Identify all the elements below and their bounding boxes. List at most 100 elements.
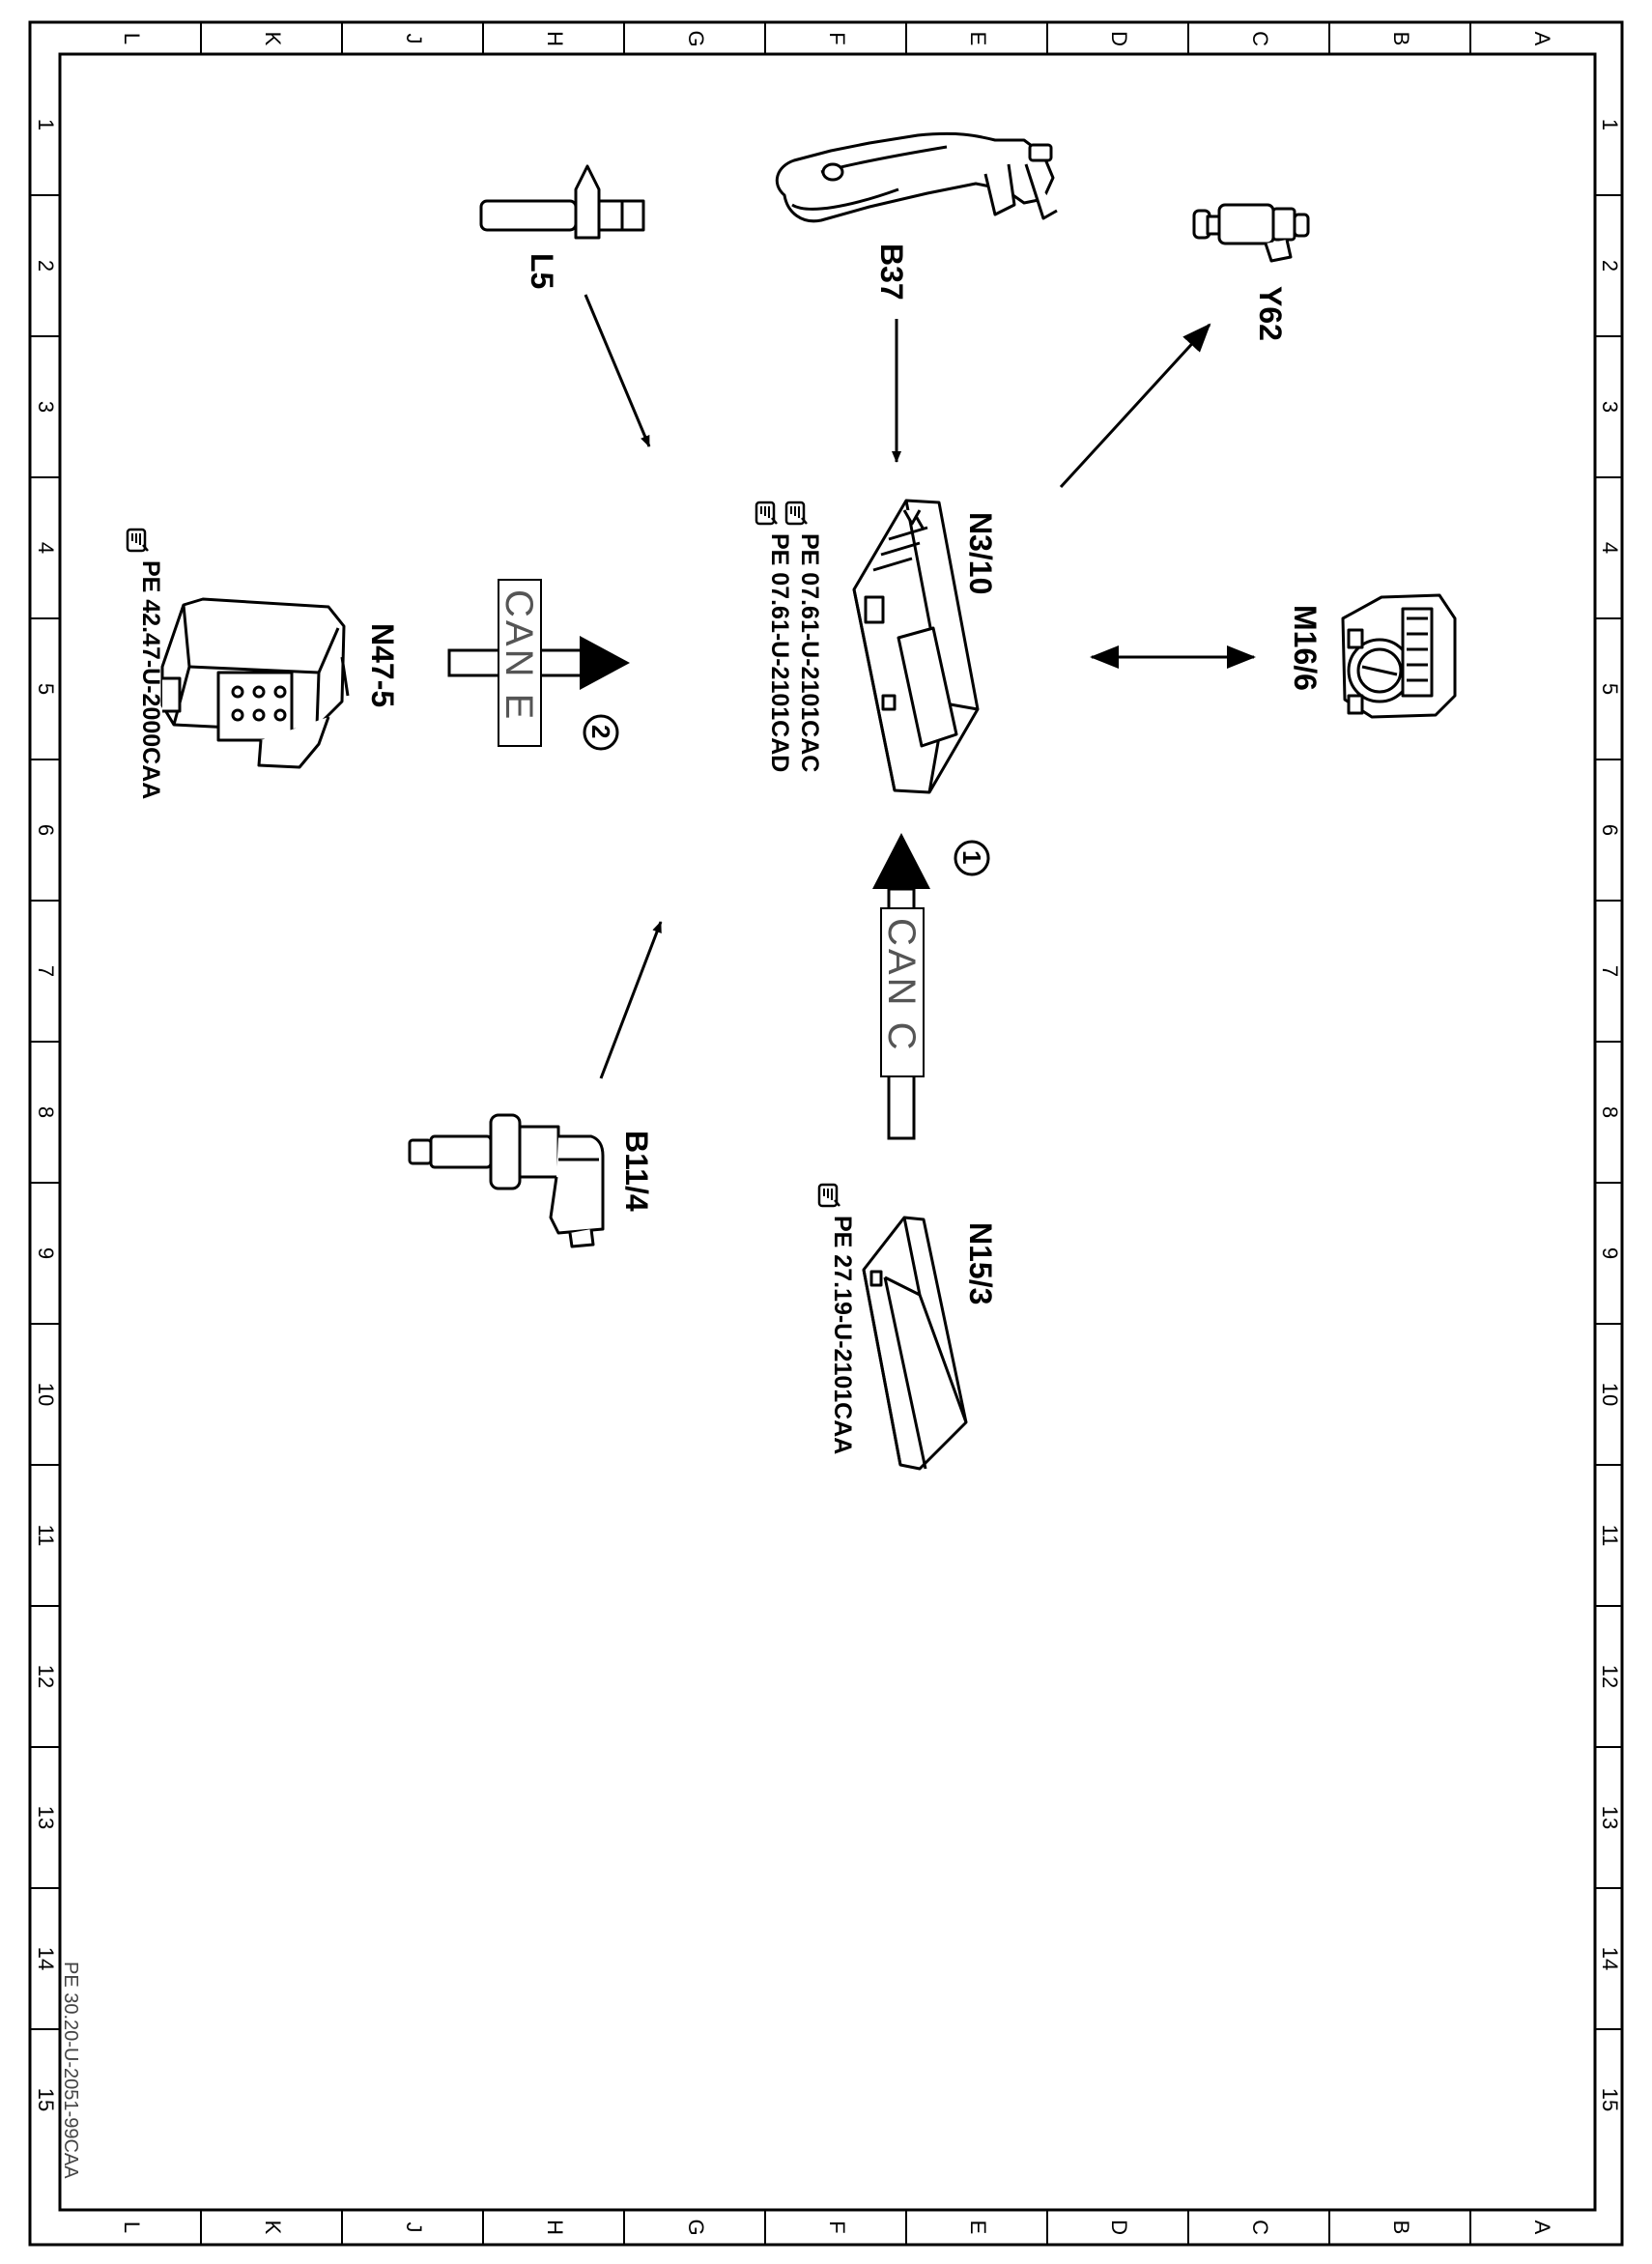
label-l5: L5 <box>525 253 559 289</box>
grid-row-label: 5 <box>34 683 58 695</box>
throttle-body-icon <box>1341 593 1457 719</box>
grid-column-label: B <box>1389 2221 1413 2235</box>
grid-column-label: C <box>1248 2220 1272 2235</box>
grid-column-label: A <box>1530 32 1554 46</box>
can-e-number-circle <box>583 714 619 751</box>
grid-column-label: E <box>966 32 990 46</box>
ecu-module-icon <box>852 499 980 794</box>
grid-column-label: H <box>543 31 567 46</box>
grid-column-label: J <box>402 2222 426 2233</box>
grid-row-label: 2 <box>1598 260 1622 272</box>
grid-row-label: 3 <box>1598 401 1622 413</box>
grid-row-label: 13 <box>1598 1806 1622 1829</box>
grid-row-label: 14 <box>1598 1947 1622 1970</box>
grid-row-label: 12 <box>1598 1665 1622 1688</box>
temperature-sensor-icon <box>408 1113 605 1248</box>
grid-row-label: 10 <box>1598 1383 1622 1406</box>
grid-row-label: 14 <box>34 1947 58 1970</box>
component-b37[interactable]: B37 <box>775 131 1058 301</box>
pointing-hand-icon <box>126 528 150 553</box>
grid-row-label: 12 <box>34 1665 58 1688</box>
can-e-label-box <box>498 579 542 747</box>
grid-column-label: D <box>1107 31 1131 46</box>
grid-row-label: 11 <box>1598 1525 1622 1547</box>
grid-column-label: F <box>825 2221 849 2233</box>
grid-column-label: C <box>1248 31 1272 46</box>
grid-row-label: 8 <box>34 1106 58 1118</box>
svg-text:PE 42.47-U-2000CAA: PE 42.47-U-2000CAA <box>137 560 164 799</box>
arrow-n3-10-to-y62 <box>1059 323 1211 489</box>
grid-row-label: 3 <box>34 401 58 413</box>
pointing-hand-icon <box>817 1183 841 1208</box>
hydraulic-unit-icon <box>160 597 350 769</box>
component-y62[interactable]: Y62 <box>1192 203 1310 341</box>
can-c-label-box <box>880 907 925 1077</box>
document-id: PE 30.20-U-2051-99CAA <box>60 1962 81 2179</box>
component-n3-10[interactable]: N3/10 PE 07.61-U-2101CAC PE 07.61-U-2101… <box>755 499 998 794</box>
label-m16-6: M16/6 <box>1288 605 1323 691</box>
pointing-hand-icon <box>784 501 809 526</box>
grid-row-label: 2 <box>34 260 58 272</box>
label-can-e: CAN E <box>498 589 540 722</box>
bus-can-c: CAN C 1 <box>872 833 990 1140</box>
label-y62: Y62 <box>1253 286 1288 341</box>
arrow-l5-to-n3-10 <box>584 294 651 447</box>
grid-column-label: G <box>684 2219 708 2235</box>
grid-column-label: L <box>120 2221 144 2233</box>
grid-column-label: F <box>825 32 849 44</box>
grid-column-label: K <box>261 2221 285 2235</box>
component-n15-3[interactable]: N15/3 PE 27.19-U-2101CAA <box>817 1183 998 1471</box>
grid-row-label: 15 <box>1598 2088 1622 2111</box>
grid-column-label: J <box>402 34 426 44</box>
grid-row-label: 1 <box>1598 119 1622 130</box>
component-n47-5[interactable]: N47-5 PE 42.47-U-2000CAA <box>126 528 400 799</box>
outer-frame <box>28 20 1624 2247</box>
component-m16-6[interactable]: M16/6 <box>1288 593 1457 719</box>
ref-n47-5: PE 42.47-U-2000CAA <box>126 528 164 799</box>
grid-row-label: 1 <box>34 119 58 130</box>
grid-column-label: H <box>543 2220 567 2235</box>
grid-column-label: A <box>1530 2221 1554 2235</box>
grid-row-label: 11 <box>34 1525 58 1547</box>
grid-row-label: 8 <box>1598 1106 1622 1118</box>
grid-row-label: 7 <box>34 965 58 977</box>
label-n3-10: N3/10 <box>963 512 998 594</box>
grid-column-label: L <box>120 33 144 44</box>
ref-n15-3: PE 27.19-U-2101CAA <box>817 1183 856 1454</box>
grid-row-label: 6 <box>1598 824 1622 836</box>
grid-row-label: 5 <box>1598 683 1622 695</box>
grid-row-label: 7 <box>1598 965 1622 977</box>
grid-row-label: 4 <box>1598 542 1622 554</box>
can-c-number: 1 <box>957 850 986 864</box>
label-b11-4: B11/4 <box>619 1131 654 1212</box>
label-can-c: CAN C <box>880 918 923 1052</box>
grid-row-label: 10 <box>34 1383 58 1406</box>
grid-column-label: B <box>1389 32 1413 46</box>
pointing-hand-icon <box>755 501 779 526</box>
bus-can-e: CAN E 2 <box>447 579 630 751</box>
pedal-sensor-icon <box>775 131 1058 223</box>
inner-frame <box>58 52 1597 2212</box>
component-b11-4[interactable]: B11/4 <box>408 1113 654 1248</box>
grid-row-label: 15 <box>34 2088 58 2111</box>
grid-row-label: 13 <box>34 1806 58 1829</box>
arrow-b11-4-to-n3-10 <box>599 921 663 1079</box>
label-n47-5: N47-5 <box>365 623 400 707</box>
crank-sensor-icon <box>479 164 645 240</box>
ref-n3-10-2: PE 07.61-U-2101CAD <box>755 501 793 772</box>
grid-column-label: E <box>966 2221 990 2235</box>
grid-row-label: 4 <box>34 542 58 554</box>
label-b37: B37 <box>874 244 909 301</box>
component-l5[interactable]: L5 <box>479 164 645 289</box>
label-n15-3: N15/3 <box>963 1222 998 1304</box>
svg-text:PE 27.19-U-2101CAA: PE 27.19-U-2101CAA <box>829 1216 856 1454</box>
grid-column-label: D <box>1107 2220 1131 2235</box>
injector-icon <box>1192 203 1310 263</box>
grid-row-label: 9 <box>1598 1247 1622 1259</box>
ref-n3-10-1: PE 07.61-U-2101CAC <box>784 501 823 772</box>
control-module-icon <box>862 1216 968 1471</box>
svg-text:PE 07.61-U-2101CAD: PE 07.61-U-2101CAD <box>766 533 793 772</box>
grid-column-label: K <box>261 32 285 46</box>
